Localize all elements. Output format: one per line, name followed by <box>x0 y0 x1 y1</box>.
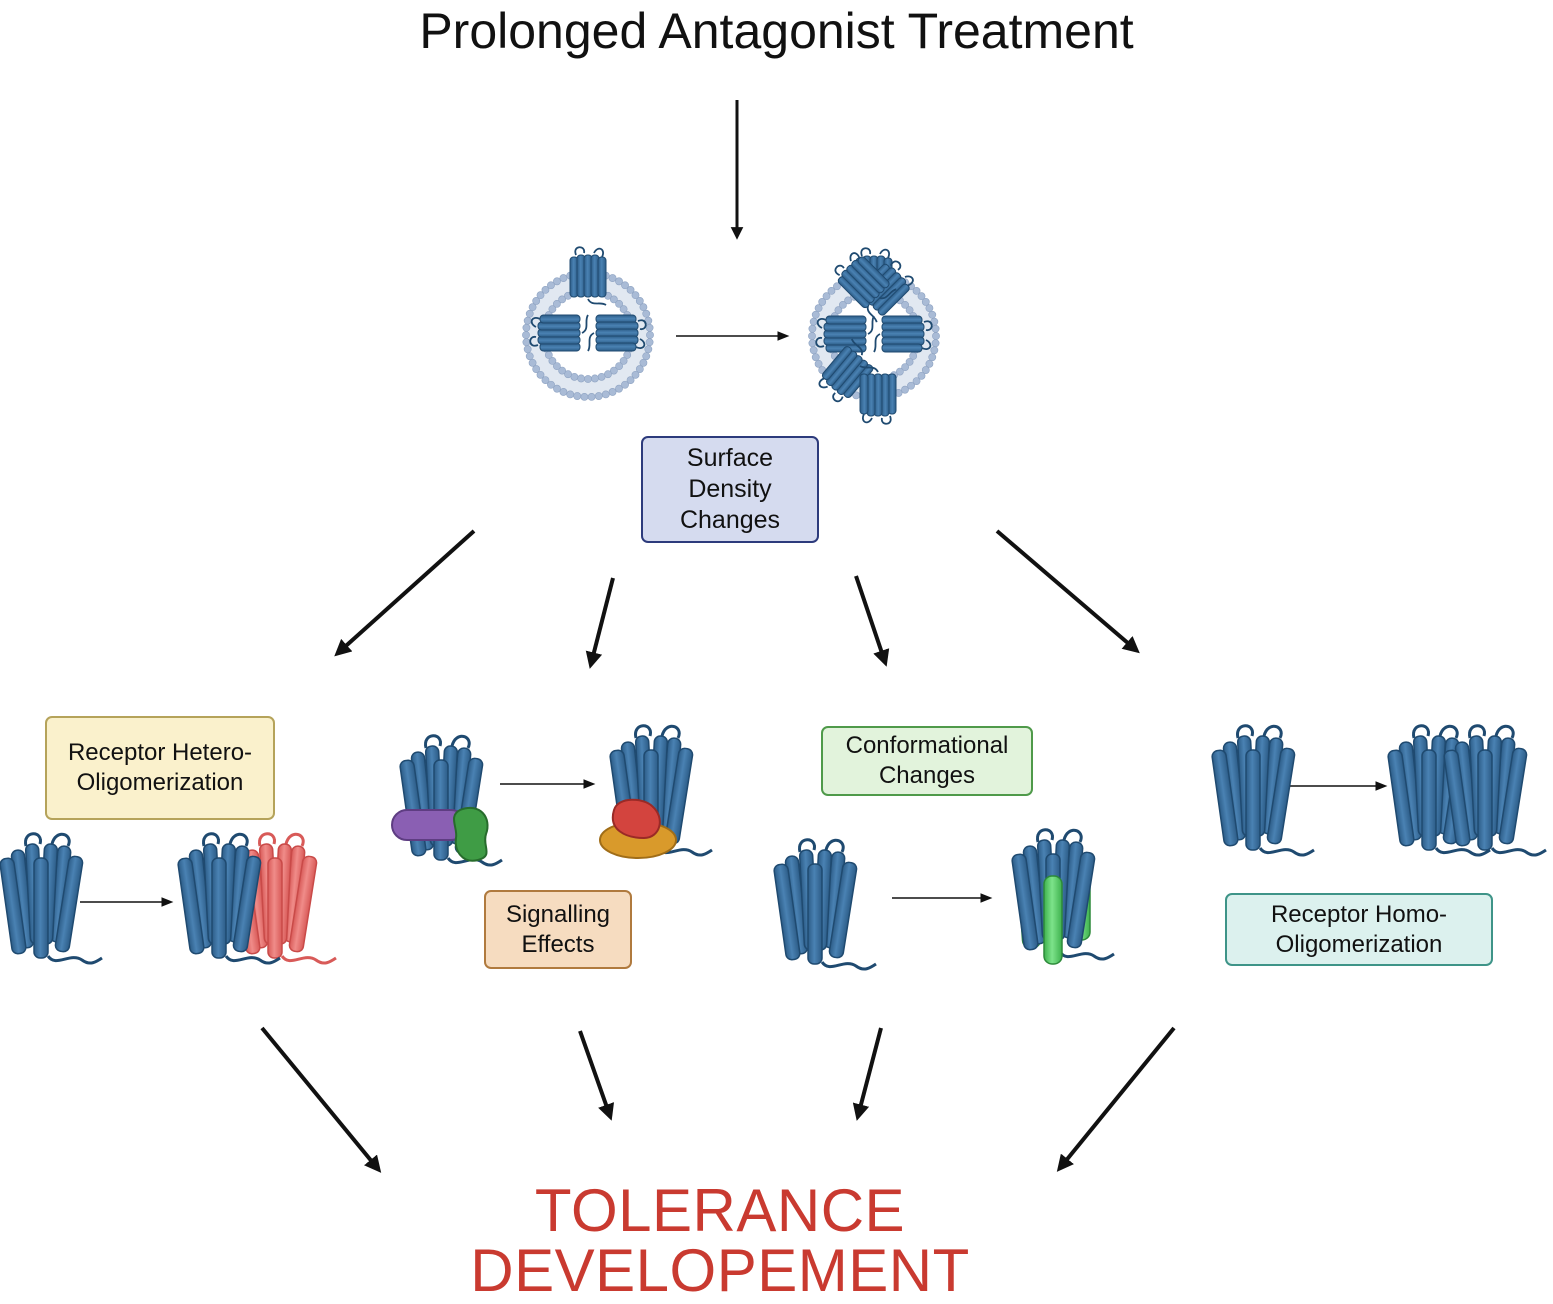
homo-box-line-2: Oligomerization <box>1275 930 1443 958</box>
membrane-vesicle-before <box>522 246 654 401</box>
outcome-line-1: TOLERANCE <box>534 1177 906 1244</box>
conformational-changes-box: Conformational Changes <box>821 726 1033 796</box>
surface-box-line-3: Changes <box>679 506 781 534</box>
arrows <box>80 100 1388 1173</box>
receptor-hetero-oligomerization-box: Receptor Hetero- Oligomerization <box>45 716 275 820</box>
membrane-vesicle-after <box>808 247 940 425</box>
arrow-surface-to-hetero <box>334 529 476 657</box>
hetero-box-line-2: Oligomerization <box>76 769 244 796</box>
diagram-title: Prolonged Antagonist Treatment <box>419 3 1134 59</box>
arrow-homo-to-tolerance <box>1056 1026 1176 1172</box>
surface-box-line-2: Density <box>688 475 772 503</box>
homo-receptor-single <box>1209 724 1316 857</box>
arrow-conformational-to-tolerance <box>852 1027 883 1121</box>
outcome-line-2: DEVELOPEMENT <box>470 1237 970 1304</box>
signalling-box-line-1: Signalling <box>505 900 611 928</box>
surface-box-line-1: Surface <box>686 444 774 472</box>
hetero-box-line-1: Receptor Hetero- <box>67 739 253 766</box>
hetero-receptor-single <box>0 832 104 965</box>
conformational-receptor-after <box>1009 828 1116 965</box>
signalling-box-line-2: Effects <box>521 930 595 958</box>
conformational-receptor-before <box>771 838 878 971</box>
homo-receptor-pair <box>1385 724 1548 857</box>
arrow-surface-to-signalling <box>585 577 615 669</box>
homo-box-line-1: Receptor Homo- <box>1270 900 1448 928</box>
receptor-homo-oligomerization-box: Receptor Homo- Oligomerization <box>1225 893 1493 966</box>
conformational-box-line-2: Changes <box>878 762 976 789</box>
hetero-receptor-pair <box>175 832 338 965</box>
arrow-signalling-to-tolerance <box>578 1030 615 1121</box>
signalling-receptor-before <box>391 734 504 867</box>
arrow-hetero-to-tolerance <box>260 1026 382 1173</box>
arrow-surface-to-homo <box>995 529 1140 654</box>
signalling-effects-box: Signalling Effects <box>484 890 632 969</box>
conformational-box-line-1: Conformational <box>845 732 1009 759</box>
surface-density-changes-box: Surface Density Changes <box>641 436 819 543</box>
signalling-receptor-after <box>599 724 714 859</box>
arrow-surface-to-conformational <box>854 575 890 667</box>
